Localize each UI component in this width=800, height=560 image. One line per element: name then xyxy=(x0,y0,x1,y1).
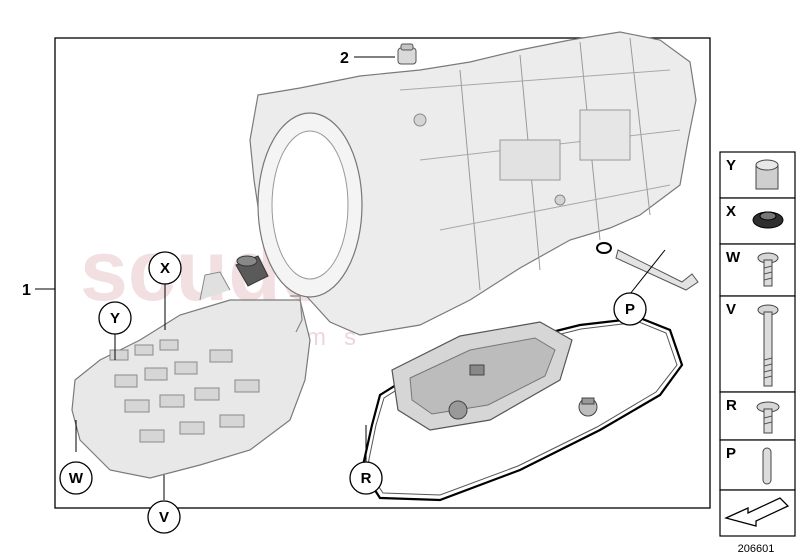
diagram-code: 206601 xyxy=(738,543,775,555)
short-screw-icon xyxy=(757,252,779,287)
svg-text:X: X xyxy=(160,260,170,277)
dipstick-pin xyxy=(596,242,699,291)
callout-Y[interactable]: Y xyxy=(98,301,132,335)
svg-text:Y: Y xyxy=(110,310,120,327)
leader-lines xyxy=(75,249,666,500)
parts-legend: Y X W V R P xyxy=(719,151,796,537)
svg-text:W: W xyxy=(69,470,84,487)
callout-1[interactable]: 1 xyxy=(22,282,55,299)
svg-text:R: R xyxy=(361,470,372,487)
long-bolt-icon xyxy=(757,304,779,387)
callout-X[interactable]: X xyxy=(148,251,182,285)
grommet-icon xyxy=(752,211,784,229)
transmission-housing xyxy=(249,31,697,336)
callout-2[interactable]: 2 xyxy=(340,50,395,67)
drain-plug-icon xyxy=(397,43,417,65)
svg-text:P: P xyxy=(625,301,635,318)
svg-text:V: V xyxy=(159,509,169,526)
main-frame xyxy=(54,37,711,509)
legend-letter-X: X xyxy=(726,203,736,220)
legend-letter-P: P xyxy=(726,445,736,462)
legend-letter-W: W xyxy=(726,249,741,266)
legend-letter-Y: Y xyxy=(726,157,736,174)
bushing-icon xyxy=(755,159,779,190)
callout-W[interactable]: W xyxy=(59,461,93,495)
legend-cell-W[interactable] xyxy=(719,243,796,297)
valve-body xyxy=(71,271,311,479)
legend-letter-V: V xyxy=(726,301,736,318)
filler-plug-icon xyxy=(578,397,598,417)
legend-cell-P[interactable] xyxy=(719,439,796,491)
legend-cell-R[interactable] xyxy=(719,391,796,441)
flange-screw-icon xyxy=(756,401,780,434)
callout-V[interactable]: V xyxy=(147,500,181,534)
callout-R[interactable]: R xyxy=(349,461,383,495)
pin-icon xyxy=(762,447,772,485)
oil-filter xyxy=(391,321,573,431)
callout-P[interactable]: P xyxy=(613,292,647,326)
svg-text:2: 2 xyxy=(340,50,349,67)
seal-sleeve-icon xyxy=(235,255,269,287)
legend-cell-V[interactable] xyxy=(719,295,796,393)
legend-letter-R: R xyxy=(726,397,737,414)
svg-text:1: 1 xyxy=(22,282,31,299)
direction-arrow-icon xyxy=(724,497,790,527)
